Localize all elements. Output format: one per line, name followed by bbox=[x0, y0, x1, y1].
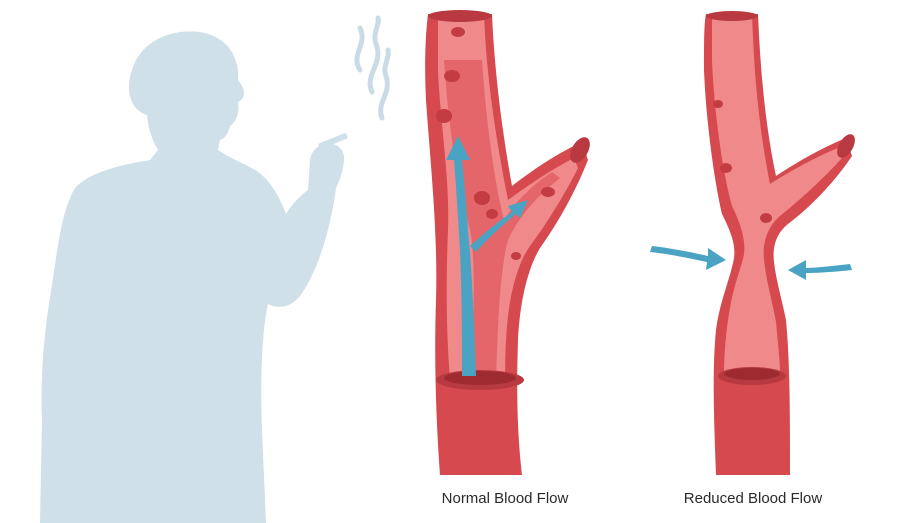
smoke-wisps bbox=[354, 15, 391, 121]
normal-vessel bbox=[425, 10, 590, 475]
smoker-silhouette bbox=[40, 31, 348, 523]
reduced-vessel bbox=[650, 11, 855, 475]
blood-cells bbox=[436, 27, 555, 260]
right-constriction-arrow bbox=[788, 260, 852, 280]
flow-arrow bbox=[446, 136, 528, 376]
left-constriction-arrow bbox=[650, 246, 726, 270]
blood-cells-reduced bbox=[713, 100, 772, 223]
reduced-blood-flow-label: Reduced Blood Flow bbox=[683, 490, 823, 507]
constriction-arrows bbox=[650, 246, 852, 280]
normal-blood-flow-label: Normal Blood Flow bbox=[441, 490, 569, 507]
